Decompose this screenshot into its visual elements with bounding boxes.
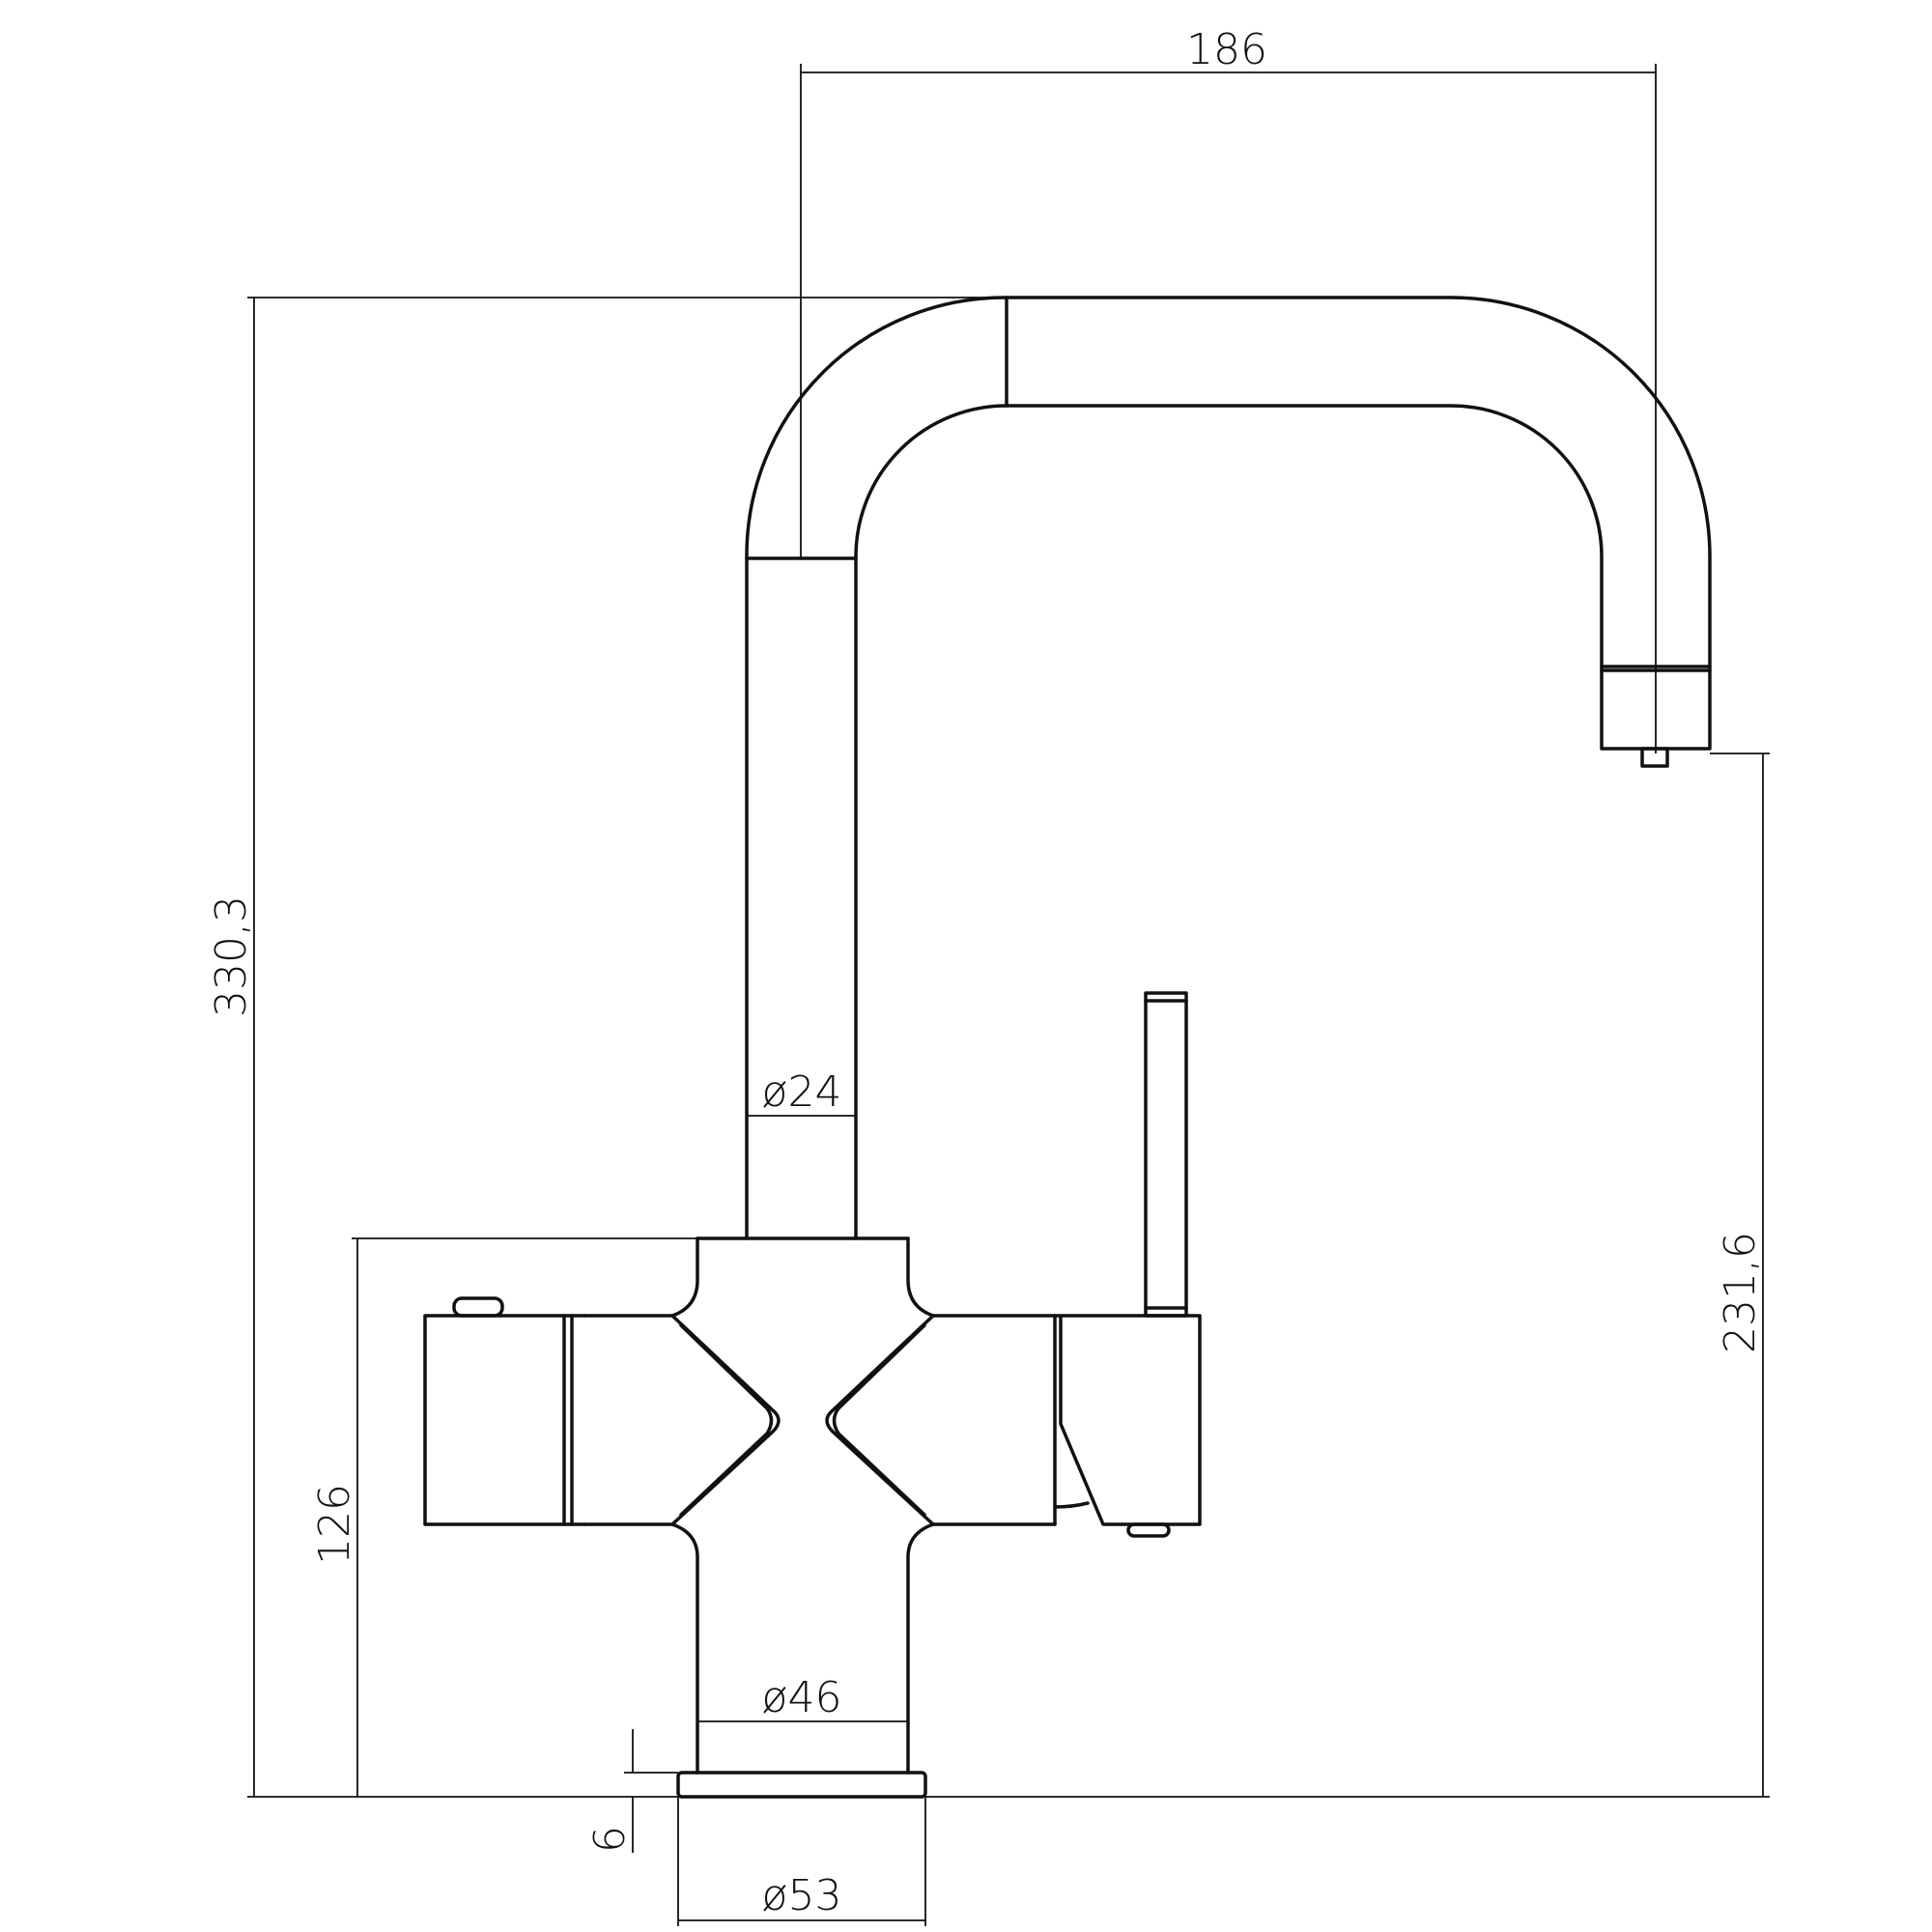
lever-hub-lower bbox=[1053, 1501, 1090, 1509]
body-column-right bbox=[906, 1236, 1057, 1318]
right-handle-waist bbox=[825, 1314, 935, 1526]
lever-rod bbox=[1144, 991, 1188, 1318]
lever-hub bbox=[1053, 1314, 1202, 1526]
base-plate bbox=[676, 1771, 927, 1799]
dim-body-diameter-label: ø46 bbox=[762, 1673, 842, 1722]
left-handle-body bbox=[423, 1314, 586, 1526]
spout-inner-outline bbox=[854, 404, 1604, 668]
dim-riser-label: ø24 bbox=[762, 1067, 842, 1117]
temperature-button bbox=[452, 1296, 504, 1318]
left-handle-waist bbox=[670, 1314, 781, 1526]
body-column-left bbox=[582, 1236, 699, 1318]
aerator-tip bbox=[1640, 747, 1669, 768]
body-column-lower-right bbox=[906, 1522, 1057, 1775]
dim-outlet-label: 231,6 bbox=[1716, 1232, 1765, 1353]
dim-base-label: ø53 bbox=[762, 1871, 842, 1920]
body-column-lower-left bbox=[582, 1522, 699, 1775]
dim-body-label: 126 bbox=[310, 1484, 359, 1565]
right-handle-waist-inner bbox=[832, 1323, 926, 1517]
dim-reach-label: 186 bbox=[1186, 25, 1267, 74]
lever-cap bbox=[1126, 1522, 1171, 1538]
dim-height-label: 330,3 bbox=[207, 895, 256, 1017]
left-handle-waist-inner bbox=[679, 1323, 774, 1517]
dim-plate-label: 6 bbox=[585, 1826, 635, 1853]
spout-outer-outline bbox=[745, 296, 1712, 668]
